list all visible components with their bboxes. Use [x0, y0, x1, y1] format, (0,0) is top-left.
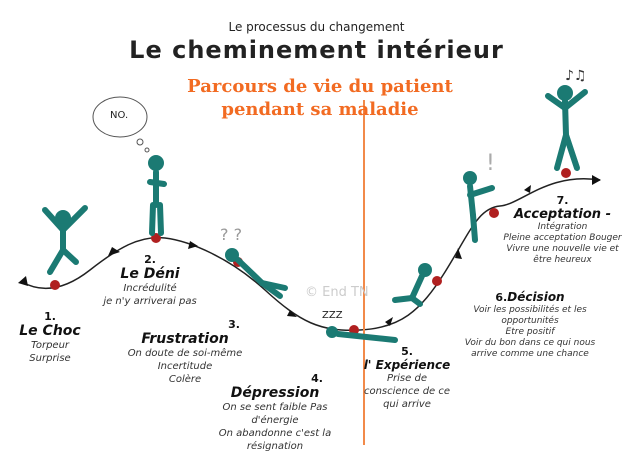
arrow-icon: [18, 276, 28, 286]
overlay-title-line2: pendant sa maladie: [221, 99, 419, 120]
stage-name: Le Choc: [19, 323, 81, 339]
figure-denial-icon: [147, 155, 167, 236]
stage-line: opportunités: [501, 316, 559, 326]
stage-number: 5.: [401, 345, 413, 358]
stage-line: On abandonne c'est la: [218, 428, 332, 439]
arrow-icon: [108, 247, 120, 256]
question-marks: ? ?: [220, 225, 242, 244]
stage-experience: 5. l' Expérience Prise de conscience de …: [362, 345, 452, 411]
arrow-icon: [385, 317, 393, 326]
stage-line: On se sent faible Pas: [222, 402, 328, 413]
journey-curve: [21, 178, 601, 331]
zzz-text: ZZZ: [322, 310, 343, 321]
figure-acceptance-icon: [545, 85, 588, 171]
stage-choc: 1. Le Choc Torpeur Surprise: [10, 310, 90, 365]
stage-number: 7.: [556, 194, 569, 207]
stage-deni: 2. Le Déni Incrédulité je n'y arriverai …: [85, 253, 215, 308]
stage-dot: [561, 168, 571, 178]
stage-name: Frustration: [141, 331, 229, 347]
figure-shock-icon: [42, 205, 88, 275]
figure-experience-icon: [392, 263, 432, 307]
stage-line: qui arrive: [383, 399, 431, 410]
arrow-icon: [524, 185, 531, 193]
stage-line: Surprise: [29, 353, 71, 364]
stage-name: Le Déni: [120, 266, 180, 282]
stage-line: Incertitude: [157, 361, 213, 372]
stage-line: Voir les possibilités et les: [473, 305, 587, 315]
page-title: Le cheminement intérieur: [129, 36, 504, 64]
stage-line: résignation: [246, 441, 304, 452]
arrow-icon: [455, 248, 462, 259]
stage-line: je n'y arriverai pas: [103, 296, 197, 307]
watermark: © End TN: [305, 285, 369, 300]
stage-dot: [432, 276, 442, 286]
overlay-title-line1: Parcours de vie du patient: [187, 76, 453, 97]
stage-name: Dépression: [230, 385, 320, 401]
exclamation-mark: !: [486, 151, 495, 176]
stage-line: d'énergie: [251, 415, 299, 426]
stage-line: Incrédulité: [123, 283, 177, 294]
stage-number: 3.: [228, 318, 240, 331]
kicker: Le processus du changement: [228, 20, 405, 34]
stage-line: être heureux: [533, 255, 592, 265]
stage-decision: 6.Décision Voir les possibilités et les …: [450, 286, 610, 360]
stage-line: Prise de: [387, 373, 427, 384]
thought-bubble: [92, 96, 148, 138]
stage-name: Décision: [507, 290, 565, 304]
arrow-icon: [592, 175, 601, 185]
arrow-icon: [287, 310, 297, 317]
stage-frustration: 3. Frustration On doute de soi-même Ince…: [120, 318, 250, 386]
overlay-title: Parcours de vie du patient pendant sa ma…: [150, 75, 490, 121]
stage-dot: [50, 280, 60, 290]
stage-line: Etre positif: [505, 327, 555, 337]
stage-number: 4.: [311, 372, 323, 385]
stage-dot: [489, 208, 499, 218]
stage-line: Voir du bon dans ce qui nous: [464, 338, 596, 348]
stage-line: Intégration: [537, 222, 588, 232]
stage-line: arrive comme une chance: [471, 349, 589, 359]
arrowheads: [18, 175, 601, 326]
figure-depression-icon: [326, 326, 398, 343]
stage-line: Vivre une nouvelle vie et: [506, 244, 619, 254]
stage-line: Pleine acceptation Bouger: [503, 233, 622, 243]
figure-frustration-icon: [225, 248, 288, 299]
figure-decision-icon: [463, 171, 495, 243]
stage-name: Acceptation -: [514, 207, 611, 222]
stage-number: 1.: [44, 310, 56, 323]
stage-line: On doute de soi-même: [127, 348, 243, 359]
stage-number: 2.: [144, 253, 156, 266]
stage-line: conscience de ce: [363, 386, 451, 397]
stage-line: Torpeur: [30, 340, 70, 351]
stage-line: Colère: [168, 374, 202, 385]
stage-depression: 4. Dépression On se sent faible Pas d'én…: [215, 372, 335, 453]
arrow-icon: [188, 241, 198, 249]
no-bubble-text: NO.: [110, 110, 129, 121]
stage-number: 6.: [495, 291, 508, 304]
stage-name: l' Expérience: [363, 358, 451, 372]
stage-acceptation: 7. Acceptation - Intégration Pleine acce…: [495, 194, 630, 266]
music-notes-icon: ♪♫: [565, 68, 587, 84]
